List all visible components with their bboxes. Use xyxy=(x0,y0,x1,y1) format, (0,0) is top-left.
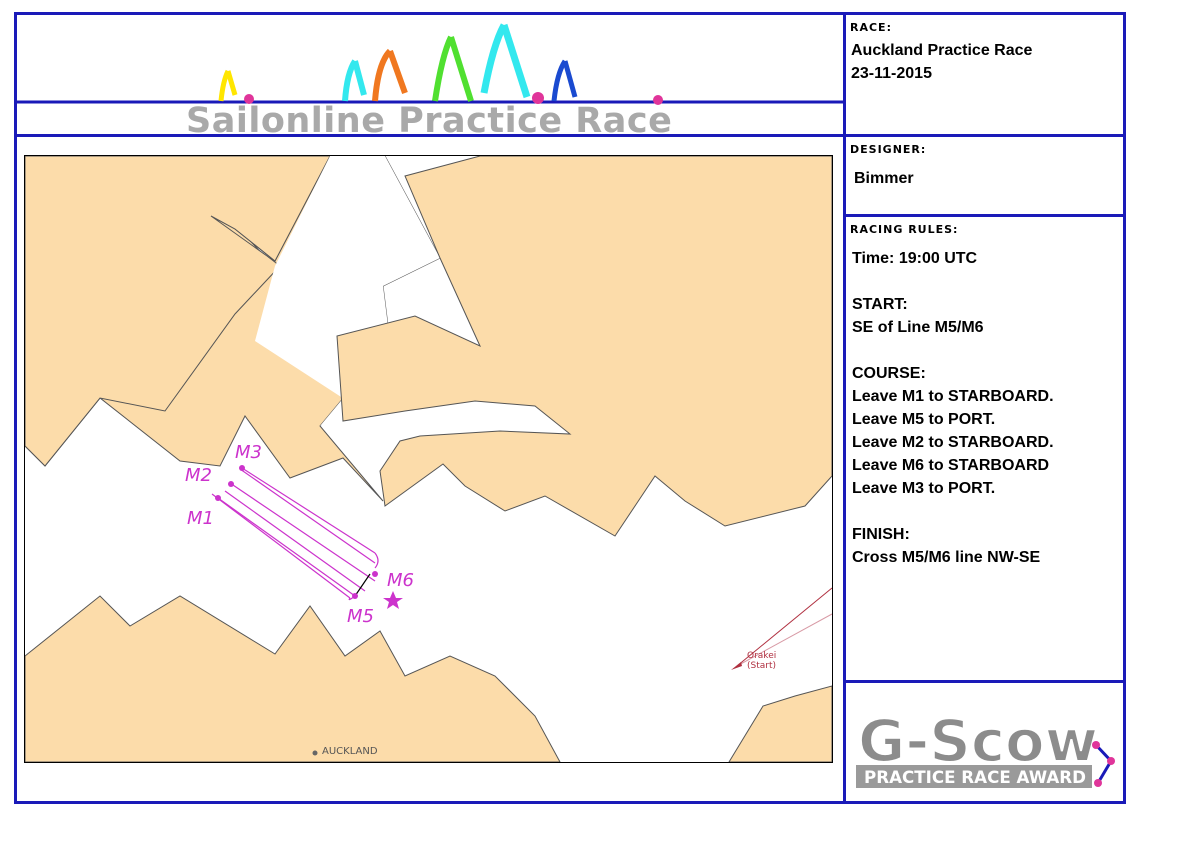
rules-course-item: Leave M3 to PORT. xyxy=(852,480,996,497)
rules-course-item: Leave M2 to STARBOARD. xyxy=(852,434,1054,451)
course-marks xyxy=(215,465,378,599)
mark-label-m1: M1 xyxy=(187,508,214,529)
rules-course-item: Leave M5 to PORT. xyxy=(852,411,996,428)
rules-start-heading: START: xyxy=(852,296,908,313)
race-name: Auckland Practice Race xyxy=(851,42,1033,59)
course-lines xyxy=(211,467,379,601)
course-map[interactable]: M3 M2 M1 M6 M5 Orakei (Start) AUCKLAND xyxy=(24,155,833,763)
sails-logo xyxy=(17,23,843,105)
map-panel xyxy=(14,134,846,804)
award-logo-text: G-Scow xyxy=(858,707,1098,775)
designer-label: DESIGNER: xyxy=(850,143,927,156)
mark-label-m3: M3 xyxy=(235,442,262,463)
rules-finish-heading: FINISH: xyxy=(852,526,910,543)
race-panel: RACE: Auckland Practice Race 23-11-2015 xyxy=(843,12,1126,137)
rules-start-text: SE of Line M5/M6 xyxy=(852,319,984,336)
race-label: RACE: xyxy=(850,21,892,34)
rules-time: Time: 19:00 UTC xyxy=(852,250,978,267)
rules-course-item: Leave M6 to STARBOARD xyxy=(852,457,1050,474)
city-dot xyxy=(312,750,318,756)
land-south-east xyxy=(728,685,832,762)
award-panel: G-Scow PRACTICE RACE AWARD xyxy=(843,680,1126,804)
gscow-award-logo: G-Scow PRACTICE RACE AWARD xyxy=(856,706,1115,788)
land-east xyxy=(336,156,832,537)
designer-name: Bimmer xyxy=(854,170,914,187)
mark-label-m5: M5 xyxy=(347,606,374,627)
rules-finish-text: Cross M5/M6 line NW-SE xyxy=(852,549,1041,566)
start-marker xyxy=(731,587,832,670)
rules-course-heading: COURSE: xyxy=(852,365,926,382)
mark-label-m2: M2 xyxy=(185,465,212,486)
city-label: AUCKLAND xyxy=(322,746,378,757)
designer-panel: DESIGNER: Bimmer xyxy=(843,134,1126,217)
start-label: Orakei xyxy=(747,651,776,661)
rules-label: RACING RULES: xyxy=(850,223,959,236)
mark-label-m6: M6 xyxy=(387,570,414,591)
land-south xyxy=(25,595,561,762)
map-canvas[interactable]: M3 M2 M1 M6 M5 Orakei (Start) AUCKLAND xyxy=(25,156,832,762)
award-sub-text: PRACTICE RACE AWARD xyxy=(864,768,1086,788)
race-date: 23-11-2015 xyxy=(851,65,932,82)
rules-panel: RACING RULES: Time: 19:00 UTC START: SE … xyxy=(843,214,1126,683)
banner: Sailonline Practice Race xyxy=(14,12,846,141)
finish-star-icon xyxy=(383,591,403,609)
start-sublabel: (Start) xyxy=(747,661,776,671)
rules-course-item: Leave M1 to STARBOARD. xyxy=(852,388,1054,405)
